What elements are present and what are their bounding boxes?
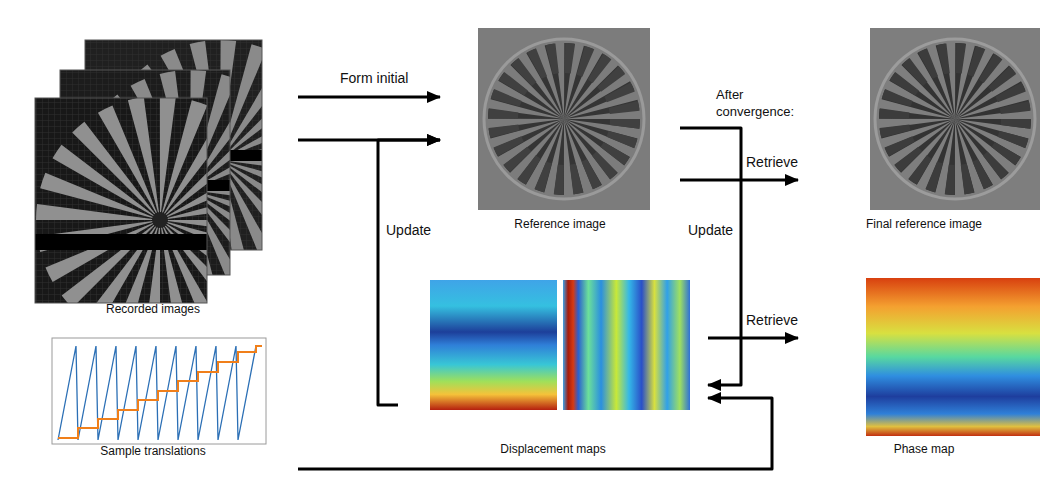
octagon-panel (440, 12, 680, 242)
arrow-label: Retrieve (744, 154, 800, 170)
panel: Reference image (440, 12, 680, 242)
panel: Final reference image (798, 12, 1050, 242)
octagon-panel (398, 254, 708, 462)
octagon-panel (798, 254, 1050, 462)
panel-caption: Recorded images (8, 302, 298, 316)
flow-arrow (680, 128, 741, 385)
panel: Recorded imagesSample translations (8, 12, 298, 472)
arrow-label: Update (686, 222, 735, 238)
arrow-label: Update (384, 222, 433, 238)
panel-caption: Phase map (798, 442, 1050, 456)
arrow-label: Retrieve (744, 312, 800, 328)
flow-arrow (708, 337, 798, 340)
panel-outline (9, 13, 297, 471)
panel-outline (799, 255, 1049, 461)
flow-arrow (298, 96, 440, 99)
panel-outline (799, 13, 1049, 241)
flow-arrow (298, 398, 772, 469)
panel-caption: Reference image (440, 217, 680, 231)
note-label: After convergence: (716, 86, 796, 120)
panel-outline (441, 13, 679, 241)
flow-arrow (680, 179, 798, 182)
octagon-panel (798, 12, 1050, 242)
panel: Phase map (798, 254, 1050, 462)
panel-caption: Sample translations (8, 444, 298, 458)
flow-arrow (378, 140, 440, 405)
arrow-label: Form initial (338, 70, 410, 86)
panel-outline (399, 255, 707, 461)
octagon-panel (8, 12, 298, 472)
panel-caption: Final reference image (798, 217, 1050, 231)
panel-caption: Displacement maps (398, 442, 708, 456)
panel: Displacement maps (398, 254, 708, 462)
